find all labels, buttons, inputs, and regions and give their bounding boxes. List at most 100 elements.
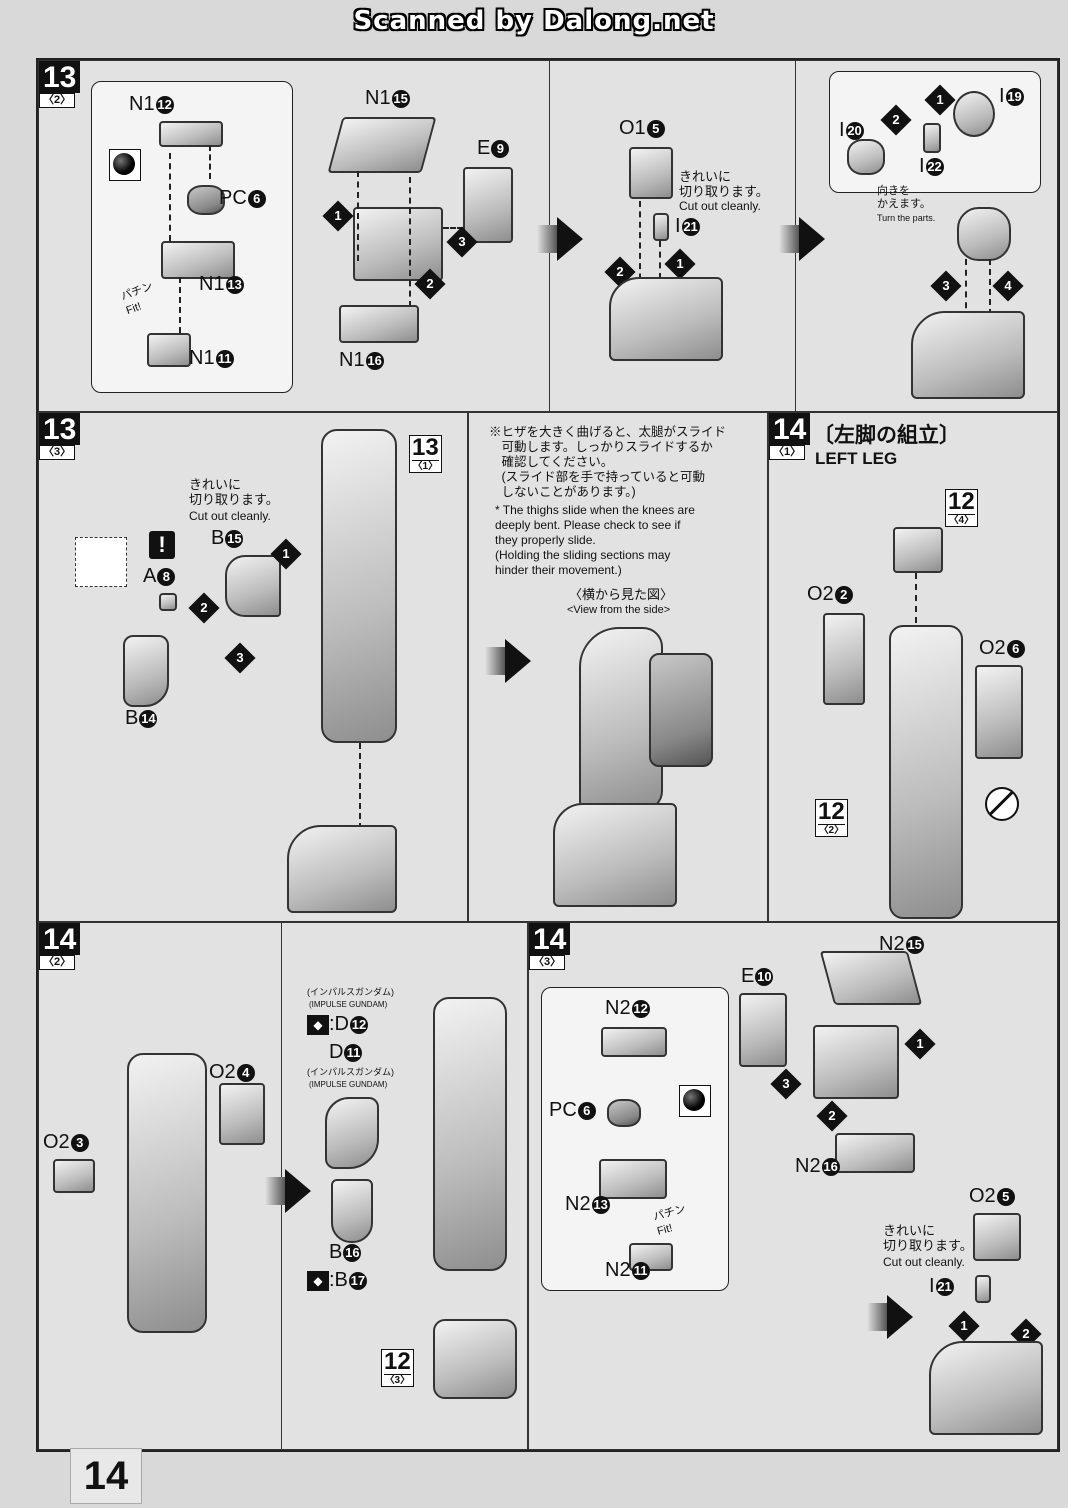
step-number: 14	[39, 923, 81, 955]
turn-parts-note-jp: 向きを かえます。	[877, 185, 931, 210]
assembly-arrow-line	[639, 201, 641, 321]
part-i19	[953, 91, 995, 137]
assembly-arrow-line	[179, 277, 181, 333]
step-arrow-3: 3	[930, 270, 962, 302]
slide-note-jp: ※ヒザを大きく曲げると、太腿がスライド 可動します。しっかりスライドするか 確認…	[489, 425, 727, 499]
part-b14	[123, 635, 169, 707]
assembly-joint	[957, 207, 1011, 261]
part-n1-11	[147, 333, 191, 367]
sequence-arrow	[485, 639, 531, 683]
step-number: 13	[39, 61, 81, 93]
impulse-note-jp: (インパルスガンダム)	[307, 987, 394, 997]
assembly-leg	[433, 997, 507, 1271]
impulse-note-en: (IMPULSE GUNDAM)	[309, 1080, 388, 1089]
step-arrow-1: 1	[904, 1028, 936, 1060]
step-sub-number: 〈3〉	[529, 955, 566, 970]
assembly-foot-part	[433, 1319, 517, 1399]
swap-parts-icon: ◆	[307, 1270, 329, 1291]
assembly-core	[813, 1025, 899, 1099]
step-arrow-1: 1	[322, 200, 354, 232]
step-arrow-1: 1	[664, 248, 696, 280]
cut-cleanly-note-en: Cut out cleanly.	[883, 1255, 965, 1269]
part-n1-15	[327, 117, 437, 173]
no-glue-icon	[985, 787, 1019, 821]
part-b15	[225, 555, 281, 617]
assembly-foot	[911, 311, 1025, 399]
step-arrow-2: 2	[816, 1100, 848, 1132]
part-a8	[159, 593, 177, 611]
assembly-arrow-line	[989, 259, 991, 325]
step-sub-number: 〈2〉	[39, 93, 76, 108]
side-view-foot	[553, 803, 677, 907]
scan-credit-header: Scanned by Dalong.net	[353, 6, 715, 36]
panel-step-13-3: 13 〈3〉 きれいに 切り取ります。 Cut out cleanly. ! B…	[38, 412, 468, 922]
cut-cleanly-note-jp: きれいに 切り取ります。	[189, 477, 279, 507]
assembly-arrow-line	[357, 171, 359, 261]
assembly-leg-frame	[889, 625, 963, 919]
step-arrow-2: 2	[880, 104, 912, 136]
cut-cleanly-note-jp: きれいに 切り取ります。	[883, 1223, 973, 1253]
step-arrow-3: 3	[770, 1068, 802, 1100]
dark-color-icon	[679, 1085, 711, 1117]
dark-color-icon	[109, 149, 141, 181]
cut-cleanly-note-jp: きれいに 切り取ります。	[679, 169, 769, 199]
part-o2-5	[973, 1213, 1021, 1261]
impulse-note-en: (IMPULSE GUNDAM)	[309, 1000, 388, 1009]
part-e9	[463, 167, 513, 243]
part-n2-16	[835, 1133, 915, 1173]
panel-slide-note: ※ヒザを大きく曲げると、太腿がスライド 可動します。しっかりスライドするか 確認…	[468, 412, 768, 922]
assembly-foot	[287, 825, 397, 913]
part-n2-13	[599, 1159, 667, 1199]
step-number: 13	[39, 413, 81, 445]
part-o2-2	[823, 613, 865, 705]
step-arrow-1: 1	[270, 538, 302, 570]
section-title-en: LEFT LEG	[815, 449, 898, 468]
part-i21	[975, 1275, 991, 1303]
sequence-arrow	[265, 1169, 311, 1213]
assembly-arrow-line	[409, 177, 411, 307]
part-n1-13	[161, 241, 235, 279]
step-arrow-2: 2	[414, 268, 446, 300]
assembly-arrow-line	[915, 573, 917, 623]
assembly-arrow-line	[965, 259, 967, 319]
step-sub-number: 〈3〉	[39, 445, 76, 460]
assembly-arrow-line	[443, 227, 463, 229]
reference-box: 13〈1〉	[409, 435, 442, 473]
assembly-arrow-line	[659, 241, 661, 311]
step-arrow-4: 4	[992, 270, 1024, 302]
part-n1-12	[159, 121, 223, 147]
reference-box: 12〈4〉	[945, 489, 978, 527]
assembly-leg	[321, 429, 397, 743]
part-o2-6	[975, 665, 1023, 759]
sequence-arrow	[867, 1295, 913, 1339]
step-arrow-2: 2	[188, 592, 220, 624]
step-sub-number: 〈1〉	[769, 445, 806, 460]
part-o2-3	[53, 1159, 95, 1193]
detail-callout-box	[75, 537, 127, 587]
assembly-leg	[127, 1053, 207, 1333]
